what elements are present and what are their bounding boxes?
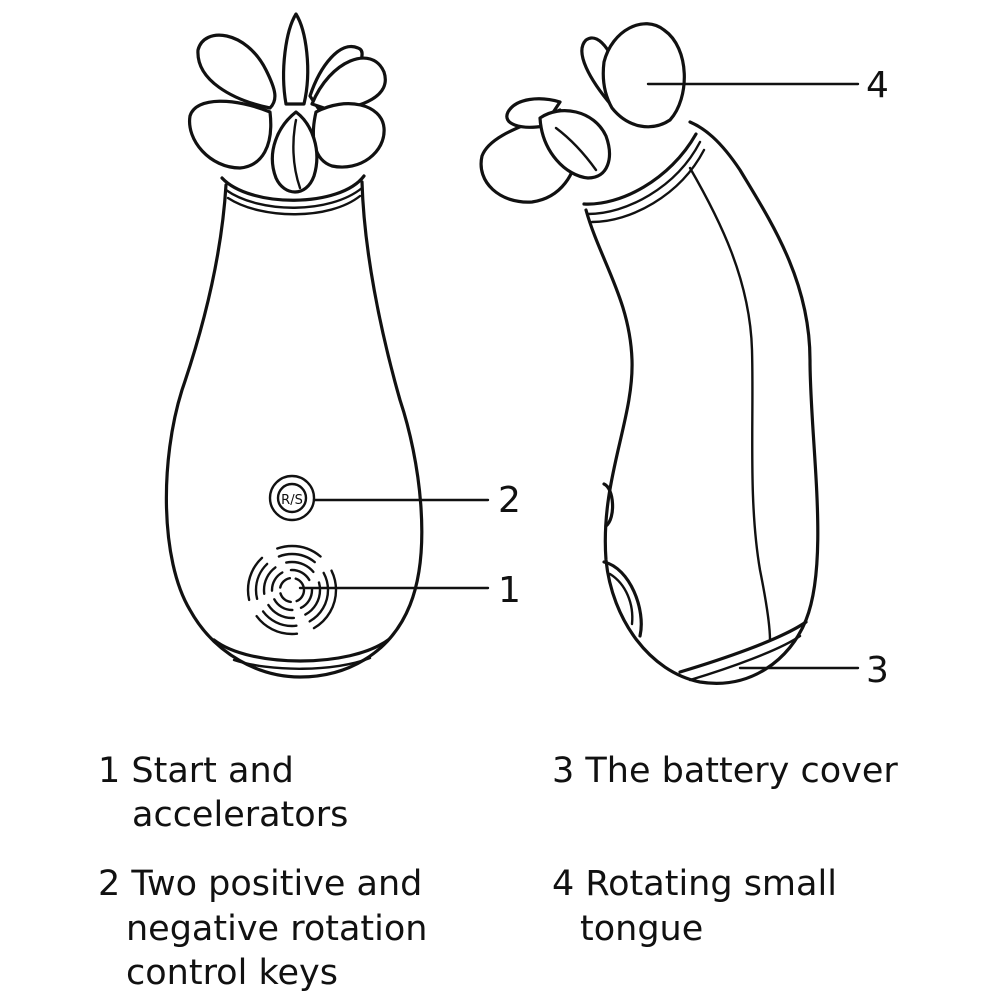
rs-button-ring-inner xyxy=(276,482,308,514)
start-button-ring-3 xyxy=(262,560,322,620)
legend-item-3-line-1: 3 The battery cover xyxy=(552,751,898,791)
start-button xyxy=(246,544,338,636)
side-battery-cover-edge xyxy=(678,620,808,674)
start-button-ring-5 xyxy=(246,544,338,636)
start-button-ring-4 xyxy=(254,552,330,628)
side-inner-contour xyxy=(688,166,772,642)
side-collar-band-1 xyxy=(582,132,698,206)
callout-2: 2 xyxy=(498,480,521,521)
legend-item-2-line-2: negative rotation xyxy=(126,909,427,949)
legend-item-4-line-1: 4 Rotating small xyxy=(552,864,837,904)
legend-item-4-line-2: tongue xyxy=(580,909,703,949)
side-petal-top-main xyxy=(601,22,686,129)
callout-1: 1 xyxy=(498,570,521,611)
front-base-band xyxy=(212,638,390,663)
legend-item-1-line-2: accelerators xyxy=(132,795,348,835)
side-button-rs xyxy=(602,482,615,528)
side-collar-band-2 xyxy=(586,140,702,216)
side-collar-band-3 xyxy=(590,148,706,224)
legend-item-2-line-1: 2 Two positive and xyxy=(98,864,422,904)
legend-item-2-line-3: control keys xyxy=(126,953,338,993)
front-base-line xyxy=(232,656,372,670)
front-petal-center-front xyxy=(270,110,319,194)
legend: 1 Start and accelerators 2 Two positive … xyxy=(98,751,898,993)
side-body-outline xyxy=(584,120,820,685)
start-button-ring-1 xyxy=(278,576,306,604)
legend-item-1-line-1: 1 Start and xyxy=(98,751,294,791)
front-petal-center-top xyxy=(282,12,310,106)
front-collar-line1 xyxy=(224,186,364,209)
front-body-outline xyxy=(164,180,424,679)
front-collar-line2 xyxy=(226,194,362,216)
callout-4: 4 xyxy=(866,65,889,106)
front-view-device: R/S xyxy=(164,12,490,679)
front-petal-left-top xyxy=(196,33,277,110)
side-petal-vein xyxy=(554,126,598,172)
side-view-device xyxy=(479,22,860,685)
side-battery-cover-line xyxy=(688,634,802,682)
front-collar xyxy=(220,174,366,202)
front-petal-left-bottom xyxy=(188,99,273,170)
front-petal-vein xyxy=(292,118,302,190)
start-button-ring-2 xyxy=(270,568,314,612)
callout-3: 3 xyxy=(866,650,889,691)
rs-button-label: R/S xyxy=(281,493,303,508)
front-petal-right-bottom xyxy=(311,102,386,169)
side-button-start-detail xyxy=(608,572,634,626)
rs-button: R/S xyxy=(268,474,316,522)
rs-button-ring-outer xyxy=(268,474,316,522)
side-button-start xyxy=(602,560,643,638)
